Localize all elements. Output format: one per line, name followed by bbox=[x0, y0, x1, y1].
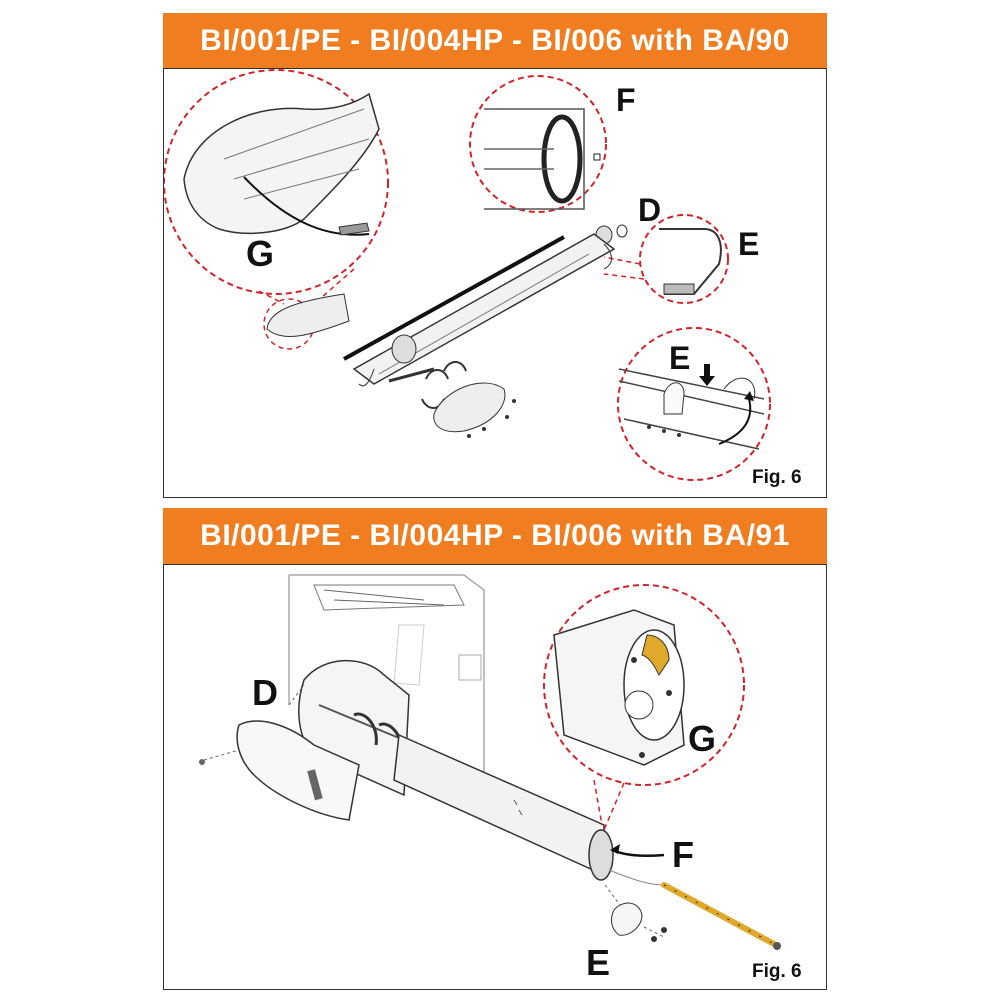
section-1-title: BI/001/PE - BI/004HP - BI/006 with BA/90 bbox=[200, 24, 790, 57]
figure-label: Fig. 6 bbox=[752, 961, 802, 982]
part-d-cover bbox=[199, 684, 360, 821]
callout-f: F bbox=[672, 834, 694, 875]
boom-assembly bbox=[298, 659, 614, 881]
callout-d: D bbox=[252, 672, 278, 713]
callout-g: G bbox=[246, 233, 274, 274]
detail-e-installation bbox=[617, 327, 771, 481]
callout-e-arrow: E bbox=[669, 340, 690, 376]
section-2-illustration: D G F E bbox=[199, 574, 781, 983]
part-e-cap bbox=[604, 884, 667, 942]
callout-e: E bbox=[738, 226, 759, 262]
barrier-cabinet bbox=[288, 574, 485, 805]
boom-assembly bbox=[343, 233, 616, 387]
detail-e-zoom bbox=[603, 214, 729, 304]
section-2-figure: D G F E bbox=[163, 564, 827, 990]
arrow-f bbox=[611, 848, 665, 858]
detail-g-zoom bbox=[164, 69, 389, 295]
detail-g-zoom bbox=[543, 584, 745, 831]
callout-g: G bbox=[688, 718, 716, 759]
section-2-banner: BI/001/PE - BI/004HP - BI/006 with BA/91 bbox=[163, 508, 827, 564]
callout-d: D bbox=[638, 192, 661, 228]
detail-f-zoom bbox=[469, 75, 607, 213]
callout-e: E bbox=[586, 942, 610, 983]
mounting-brackets bbox=[421, 361, 516, 438]
led-strip bbox=[608, 869, 781, 950]
section-2-title: BI/001/PE - BI/004HP - BI/006 with BA/91 bbox=[200, 519, 790, 552]
section-1-illustration: G F D E bbox=[164, 69, 771, 481]
section-1-banner: BI/001/PE - BI/004HP - BI/006 with BA/90 bbox=[163, 13, 827, 69]
figure-label: Fig. 6 bbox=[752, 467, 802, 488]
section-1-figure: G F D E bbox=[163, 68, 827, 498]
callout-f: F bbox=[616, 82, 636, 118]
